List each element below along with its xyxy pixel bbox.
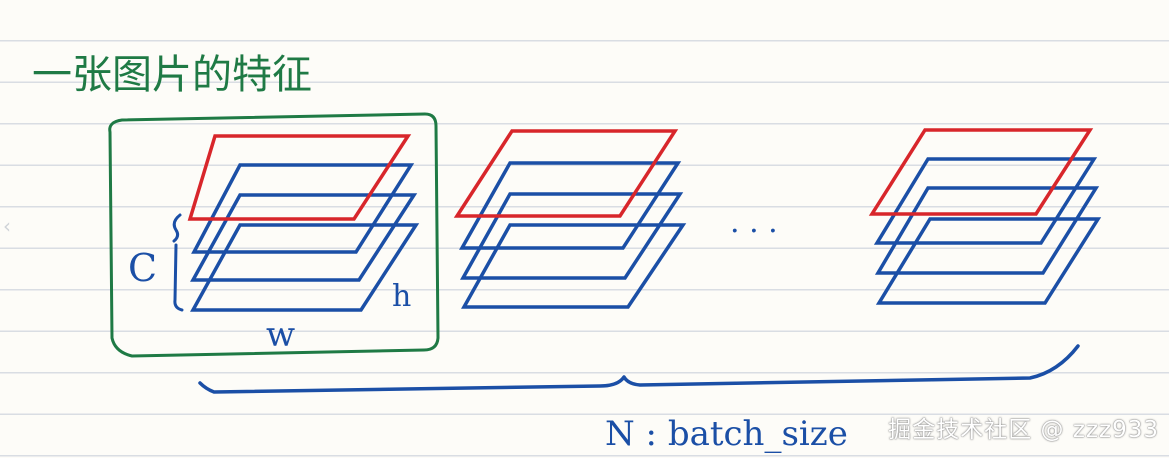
channel-layer — [190, 223, 420, 312]
channel-layer — [190, 193, 418, 282]
channel-bracket — [172, 213, 184, 312]
channel-layer — [459, 161, 682, 250]
batch-label: N : batch_size — [605, 414, 848, 454]
channel-layer — [460, 192, 684, 280]
feature-stack-3 — [868, 128, 1102, 305]
channel-layer — [874, 186, 1100, 275]
channel-label: C — [128, 246, 157, 290]
sample-box — [108, 112, 440, 358]
batch-brace — [198, 344, 1080, 394]
channel-layer — [875, 217, 1102, 305]
watermark-text: 掘金技术社区 @ zzz933 — [888, 417, 1159, 443]
feature-stack-1 — [187, 134, 420, 312]
channel-layer — [191, 163, 415, 254]
feature-stack-2 — [453, 129, 687, 309]
channel-layer-highlight — [187, 134, 412, 221]
channel-layer-highlight — [868, 128, 1094, 216]
ellipsis-label: . . . — [730, 205, 778, 240]
width-label: w — [266, 315, 295, 355]
channel-layer-highlight — [453, 129, 679, 218]
title-text: 一张图片的特征 — [32, 52, 312, 98]
chevron-left-icon[interactable]: ‹ — [3, 214, 11, 238]
height-label: h — [392, 279, 411, 314]
